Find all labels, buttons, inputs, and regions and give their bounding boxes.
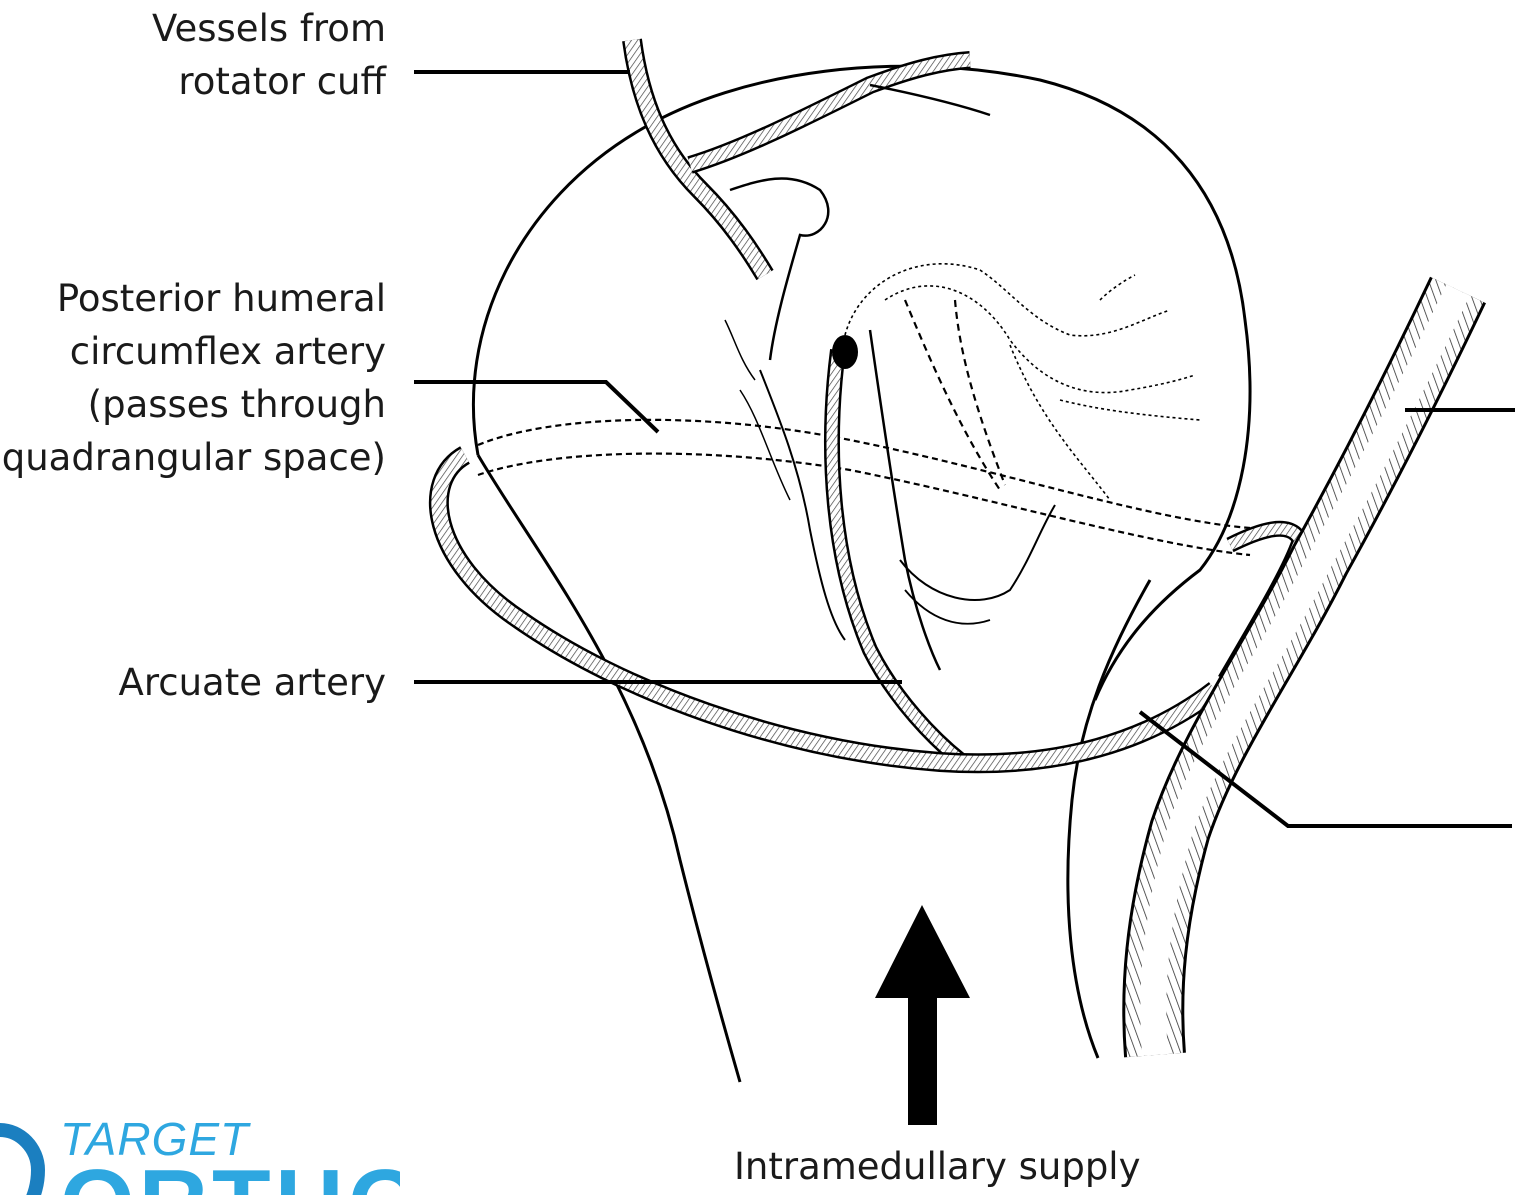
intraosseous-vessel-dashed xyxy=(905,300,1005,490)
label-vessels-rotator-cuff: Vessels from rotator cuff xyxy=(0,2,386,108)
ascending-branch-fill xyxy=(832,350,960,760)
leader-line-posterior-humeral xyxy=(414,382,658,432)
rotator-cuff-vessel-fork xyxy=(870,85,990,115)
posterior-circumflex-dashed-loop xyxy=(478,420,1250,555)
greater-tuberosity-detail xyxy=(730,178,828,360)
intramedullary-arrow xyxy=(875,905,970,1125)
label-posterior-humeral-circumflex: Posterior humeral circumflex artery (pas… xyxy=(0,272,386,484)
groove-detail-4 xyxy=(725,320,790,500)
groove-detail-2 xyxy=(870,330,940,670)
logo-bottom-text: ORTHO xyxy=(60,1156,400,1195)
humeral-shaft-left xyxy=(478,455,740,1082)
intraosseous-vessel-dotted-3 xyxy=(1010,275,1200,500)
logo-mark-icon xyxy=(0,1110,60,1195)
target-ortho-logo: TARGET ORTHO xyxy=(0,1110,400,1195)
lesser-tuberosity-detail xyxy=(900,505,1055,600)
intraosseous-vessel-dotted-1 xyxy=(845,264,1170,336)
axillary-artery-lumen xyxy=(1153,290,1458,1055)
intraosseous-vessel-dotted-2 xyxy=(885,286,1195,393)
ascending-branch-entry xyxy=(832,335,858,369)
label-arcuate-artery: Arcuate artery xyxy=(0,656,386,709)
label-intramedullary-supply: Intramedullary supply xyxy=(734,1140,1140,1193)
